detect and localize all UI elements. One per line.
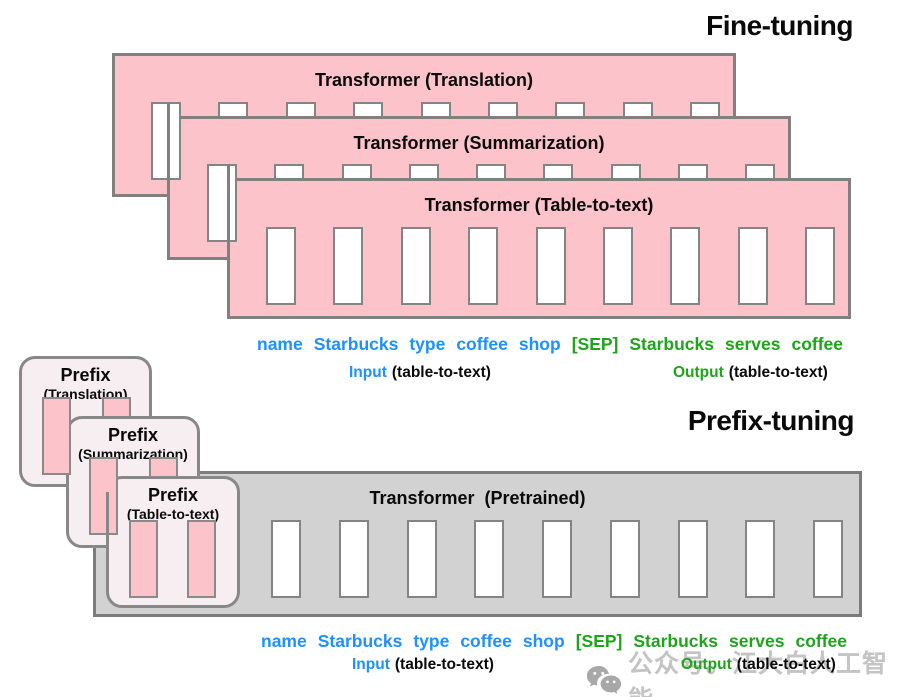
prefix-box-title: Prefix	[147, 485, 199, 505]
token-slot	[670, 227, 701, 305]
token-slot-row-table-to-text	[266, 227, 835, 305]
prefix-slot	[187, 520, 216, 598]
sep-token: [SEP]	[575, 631, 623, 651]
token-slot	[271, 520, 301, 598]
output-token: coffee	[791, 334, 844, 354]
token-slot	[737, 227, 768, 305]
box-border-line	[106, 492, 109, 535]
wechat-icon	[586, 666, 622, 694]
output-token: coffee	[795, 631, 848, 651]
output-token: Starbucks	[633, 631, 718, 651]
input-token: coffee	[456, 334, 508, 354]
token-slot-row-pretrained	[271, 520, 843, 598]
prefix-slot	[89, 457, 118, 535]
output-note: (table-to-text)	[736, 656, 836, 673]
input-token: coffee	[460, 631, 512, 651]
prefix-tuning-heading: Prefix-tuning	[687, 405, 855, 436]
input-token: Starbucks	[313, 334, 399, 354]
token-slot	[609, 520, 640, 598]
transformer-box-label: Transformer (Table-to-text)	[424, 195, 654, 215]
output-label: Output	[673, 364, 724, 381]
input-token: shop	[522, 631, 565, 651]
input-label: Input	[349, 364, 387, 381]
output-label: Output	[681, 656, 732, 673]
input-token: shop	[518, 334, 561, 354]
input-token: name	[257, 334, 303, 354]
token-slot	[468, 227, 499, 305]
token-slot	[813, 520, 843, 598]
output-token: serves	[729, 631, 785, 651]
token-slot	[602, 227, 633, 305]
input-token: type	[409, 334, 446, 354]
input-token: name	[261, 631, 307, 651]
prefix-box-title: Prefix	[107, 425, 159, 445]
token-slot	[338, 520, 369, 598]
token-slot	[333, 227, 364, 305]
token-slot	[266, 227, 296, 305]
token-slot	[474, 520, 505, 598]
fine-tuning-heading: Fine-tuning	[706, 10, 853, 41]
token-slot	[400, 227, 431, 305]
input-label: Input	[352, 656, 390, 673]
token-slot	[542, 520, 572, 598]
watermark: 公众号。江大白人工智能	[586, 644, 906, 697]
token-slot	[745, 520, 776, 598]
output-note: (table-to-text)	[728, 364, 828, 381]
output-token: Starbucks	[629, 334, 714, 354]
output-caption-bottom: Output (table-to-text)	[681, 656, 836, 674]
prefix-box-subtitle: (Table-to-text)	[126, 506, 220, 522]
input-note: (table-to-text)	[391, 364, 491, 381]
token-slot	[207, 164, 237, 242]
token-slot	[406, 520, 437, 598]
output-token: serves	[725, 334, 781, 354]
prefix-box-title: Prefix	[60, 365, 111, 385]
transformer-box-label: Transformer (Summarization)	[353, 133, 605, 153]
output-caption-top: Output (table-to-text)	[673, 364, 828, 382]
token-slot	[805, 227, 835, 305]
prefix-slot	[129, 520, 158, 598]
input-token: Starbucks	[317, 631, 403, 651]
token-slot	[151, 102, 181, 180]
input-caption-top: Input (table-to-text)	[349, 364, 491, 382]
transformer-box-label: Transformer (Pretrained)	[369, 488, 586, 508]
box-border-line	[227, 164, 230, 242]
prefix-slot-row-table-to-text	[129, 520, 216, 598]
token-row-bottom: name Starbucks type coffee shop [SEP] St…	[261, 631, 847, 652]
transformer-box-label: Transformer (Translation)	[314, 70, 534, 90]
prefix-box-table-to-text: Prefix (Table-to-text)	[106, 476, 240, 608]
input-note: (table-to-text)	[394, 656, 494, 673]
input-token: type	[413, 631, 450, 651]
input-caption-bottom: Input (table-to-text)	[352, 656, 494, 674]
sep-token: [SEP]	[571, 334, 619, 354]
prefix-slot	[42, 397, 71, 475]
token-row-top: name Starbucks type coffee shop [SEP] St…	[257, 334, 843, 355]
token-slot	[677, 520, 708, 598]
watermark-text: 公众号。江大白人工智能	[628, 650, 889, 697]
box-border-line	[167, 102, 170, 180]
token-slot	[535, 227, 566, 305]
